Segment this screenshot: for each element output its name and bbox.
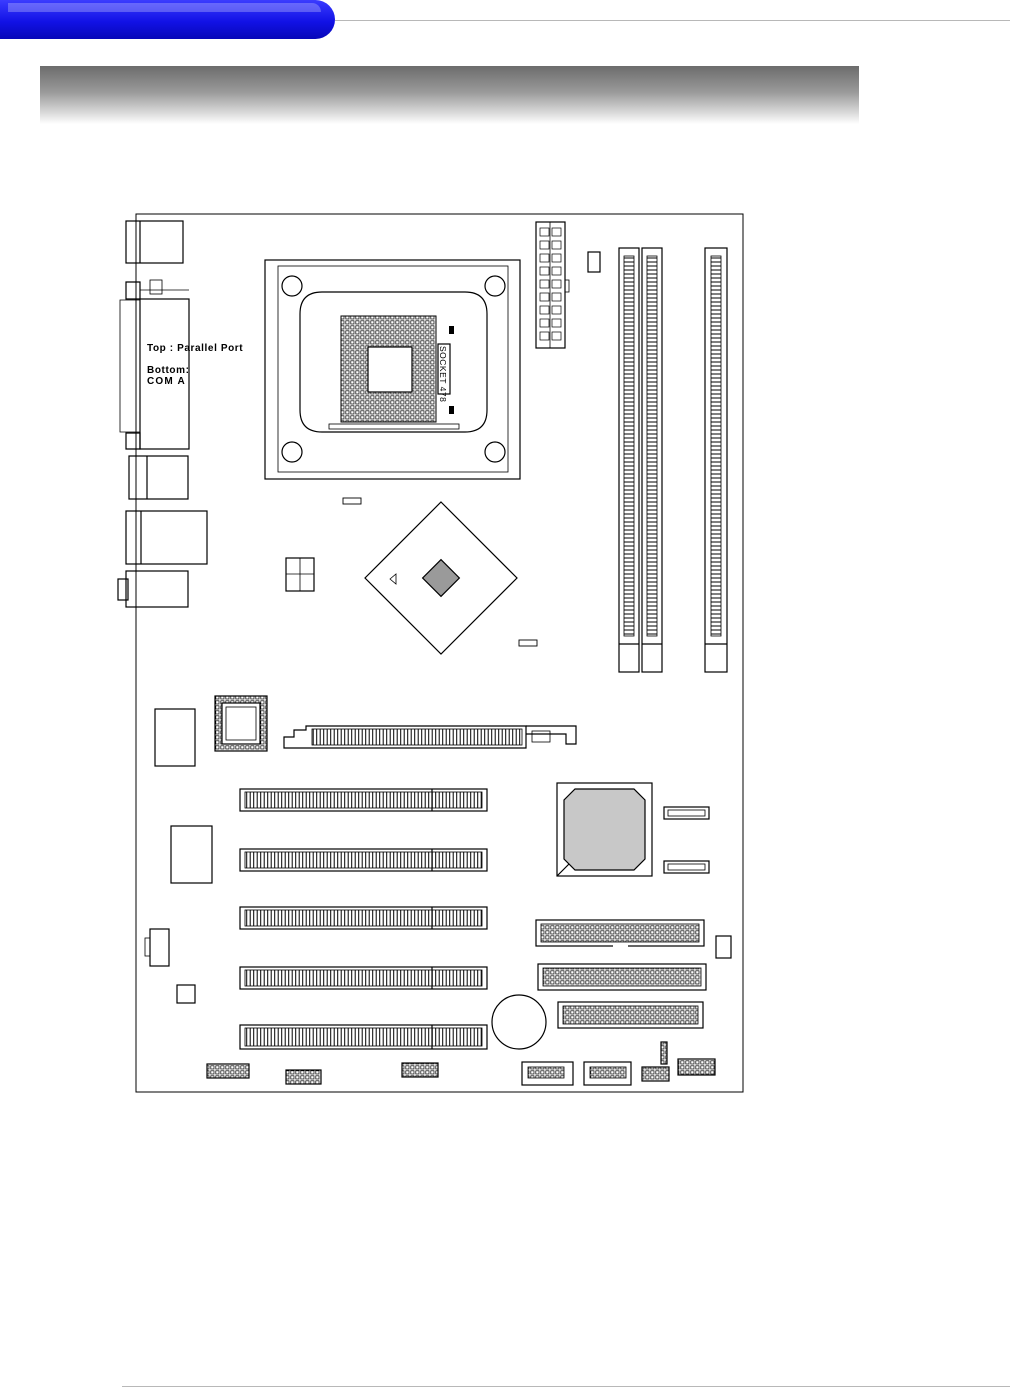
dimm-slot-3 xyxy=(705,248,727,672)
lan-usb-ports xyxy=(126,511,207,564)
dimm-slot-1 xyxy=(619,248,639,672)
parallel-port-label: Top : Parallel Port xyxy=(147,343,243,354)
atx-power-connector xyxy=(536,222,569,348)
chip xyxy=(155,709,195,766)
jumper xyxy=(343,498,361,504)
pci-slot-2 xyxy=(240,849,487,871)
sata-connector-1 xyxy=(664,807,709,819)
southbridge-chip xyxy=(557,783,652,876)
cmos-battery xyxy=(492,995,546,1049)
ide-connector-1 xyxy=(536,920,704,946)
jumper xyxy=(519,640,537,646)
pci-slot-5 xyxy=(240,1025,487,1049)
connector-3pin xyxy=(716,936,731,958)
header-usb xyxy=(286,1070,321,1084)
header-front-audio xyxy=(207,1064,249,1078)
cpu-socket-478 xyxy=(265,260,520,479)
socket-label: SOCKET 478 xyxy=(438,346,448,402)
atx12v-connector xyxy=(286,558,314,591)
agp-slot xyxy=(284,726,576,748)
io-controller-chip xyxy=(215,696,267,751)
cpu-fan-connector xyxy=(588,252,600,272)
header-ir xyxy=(522,1062,573,1085)
sata-connector-2 xyxy=(664,861,709,873)
audio-ports xyxy=(118,571,188,607)
jumper-clear-cmos xyxy=(661,1042,667,1064)
dimm-slot-2 xyxy=(642,248,662,672)
usb-ports xyxy=(129,456,188,499)
pci-slot-1 xyxy=(240,789,487,811)
pci-slot-3 xyxy=(240,907,487,929)
header-com xyxy=(584,1062,631,1085)
chip xyxy=(171,826,212,883)
northbridge-chip xyxy=(365,502,517,654)
header-usb xyxy=(402,1063,438,1077)
cd-in-connector xyxy=(145,929,169,966)
ps2-ports xyxy=(126,221,183,263)
floppy-connector xyxy=(558,1002,703,1028)
pci-slot-4 xyxy=(240,967,487,989)
small-chip xyxy=(177,985,195,1003)
header-front-panel xyxy=(678,1059,715,1075)
ide-connector-2 xyxy=(538,964,706,990)
com-port-label-line1: Bottom: xyxy=(147,365,190,376)
header-front-panel-small xyxy=(642,1067,669,1081)
com-port-label-line2: COM A xyxy=(147,376,186,387)
